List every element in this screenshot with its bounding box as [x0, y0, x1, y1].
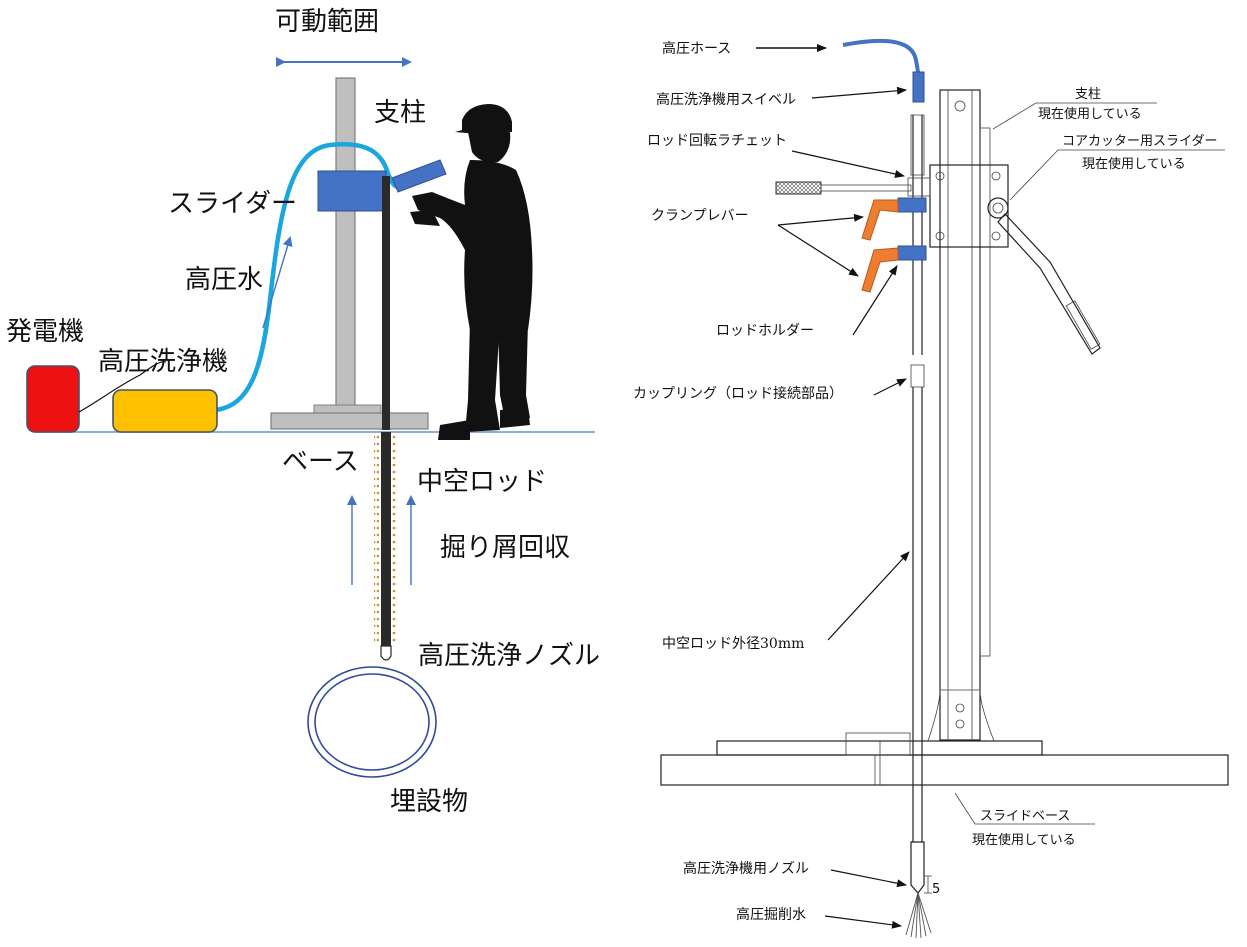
base-label: ベース: [282, 447, 359, 477]
rod-upper: [382, 176, 390, 430]
generator-label: 発電機: [6, 317, 84, 347]
ratchet-shaft: [820, 184, 912, 192]
rod-holder-upper: [897, 197, 927, 213]
base-block: [845, 732, 911, 756]
worker-silhouette: [410, 104, 533, 440]
rod-label: 中空ロッド: [417, 467, 547, 497]
slider-label: スライダー: [168, 189, 297, 219]
label-holder: ロッドホルダー: [716, 323, 814, 339]
nozzle-label: 高圧洗浄ノズル: [418, 641, 600, 671]
hose-drawing: [842, 38, 920, 73]
label-rod-diameter: 中空ロッド外径30mm: [662, 636, 804, 652]
pillar-drawing: [939, 89, 981, 741]
debris-dots-left: [374, 434, 379, 646]
generator-cable: [78, 361, 167, 413]
generator: [26, 365, 80, 433]
base-top-plate: [716, 740, 1043, 756]
dimension-text: 5: [932, 882, 940, 897]
clamp-lever-lower: [861, 247, 899, 293]
label-slider: コアカッター用スライダー: [1062, 134, 1217, 149]
coupling-drawing: [910, 364, 925, 388]
nozzle-tip: [380, 645, 392, 661]
buried-label: 埋設物: [390, 787, 468, 817]
slider-block: [317, 170, 387, 212]
clamp-lever-upper: [861, 199, 899, 241]
right-technical-drawing: 5 高圧ホース 高圧洗浄機用スイベル ロッド回転ラチェット クランプレバー ロッ…: [633, 38, 1229, 939]
jet-spray: [905, 892, 932, 939]
label-clamp: クランプレバー: [651, 208, 749, 224]
rod-holder-lower: [897, 245, 927, 261]
hollow-rod: [381, 432, 391, 646]
label-hose: 高圧ホース: [662, 40, 731, 57]
water-flow-arrow: [262, 236, 293, 329]
label-pillar: 支柱: [1075, 87, 1101, 102]
washer-label: 高圧洗浄機: [98, 347, 228, 377]
label-jet: 高圧掘削水: [736, 906, 806, 923]
pillar-label: 支柱: [374, 98, 426, 128]
pillar-foot: [313, 404, 382, 414]
rod-upper-drawing: [910, 114, 925, 176]
label-slider-note: 現在使用している: [1082, 156, 1186, 172]
label-nozzle: 高圧洗浄機用ノズル: [683, 860, 809, 877]
pillar-gusset: [927, 689, 995, 742]
dimension-mark: [924, 875, 932, 894]
debris-label: 掘り屑回収: [440, 533, 570, 563]
nozzle-drawing: [910, 841, 925, 894]
slider-gear: [987, 197, 1009, 219]
pillar: [335, 77, 356, 409]
label-swivel: 高圧洗浄機用スイベル: [656, 91, 796, 108]
left-schematic: 可動範囲: [6, 7, 600, 817]
swivel-drawing: [912, 71, 925, 103]
tool-grip: [391, 159, 447, 193]
pillar-rear-plate: [979, 127, 991, 657]
label-base: スライドベース: [980, 809, 1070, 824]
label-coupling: カップリング（ロッド接続部品）: [633, 385, 843, 402]
ratchet-grip: [775, 181, 822, 195]
label-ratchet: ロッド回転ラチェット: [647, 133, 787, 149]
debris-dots-right: [392, 434, 397, 646]
slider-handle: [997, 213, 1101, 355]
base-plate: [270, 412, 429, 430]
slider-plate: [929, 164, 1009, 248]
slider-handle-grip: [1065, 300, 1101, 350]
slide-base: [660, 754, 1229, 786]
buried-object-outer: [307, 666, 437, 778]
buried-object-inner: [314, 673, 430, 771]
water-hose: [215, 142, 406, 413]
range-label: 可動範囲: [275, 7, 379, 37]
label-base-note: 現在使用している: [972, 832, 1076, 848]
pressure-washer: [112, 389, 218, 433]
water-label: 高圧水: [185, 265, 263, 295]
label-pillar-note: 現在使用している: [1038, 106, 1142, 122]
